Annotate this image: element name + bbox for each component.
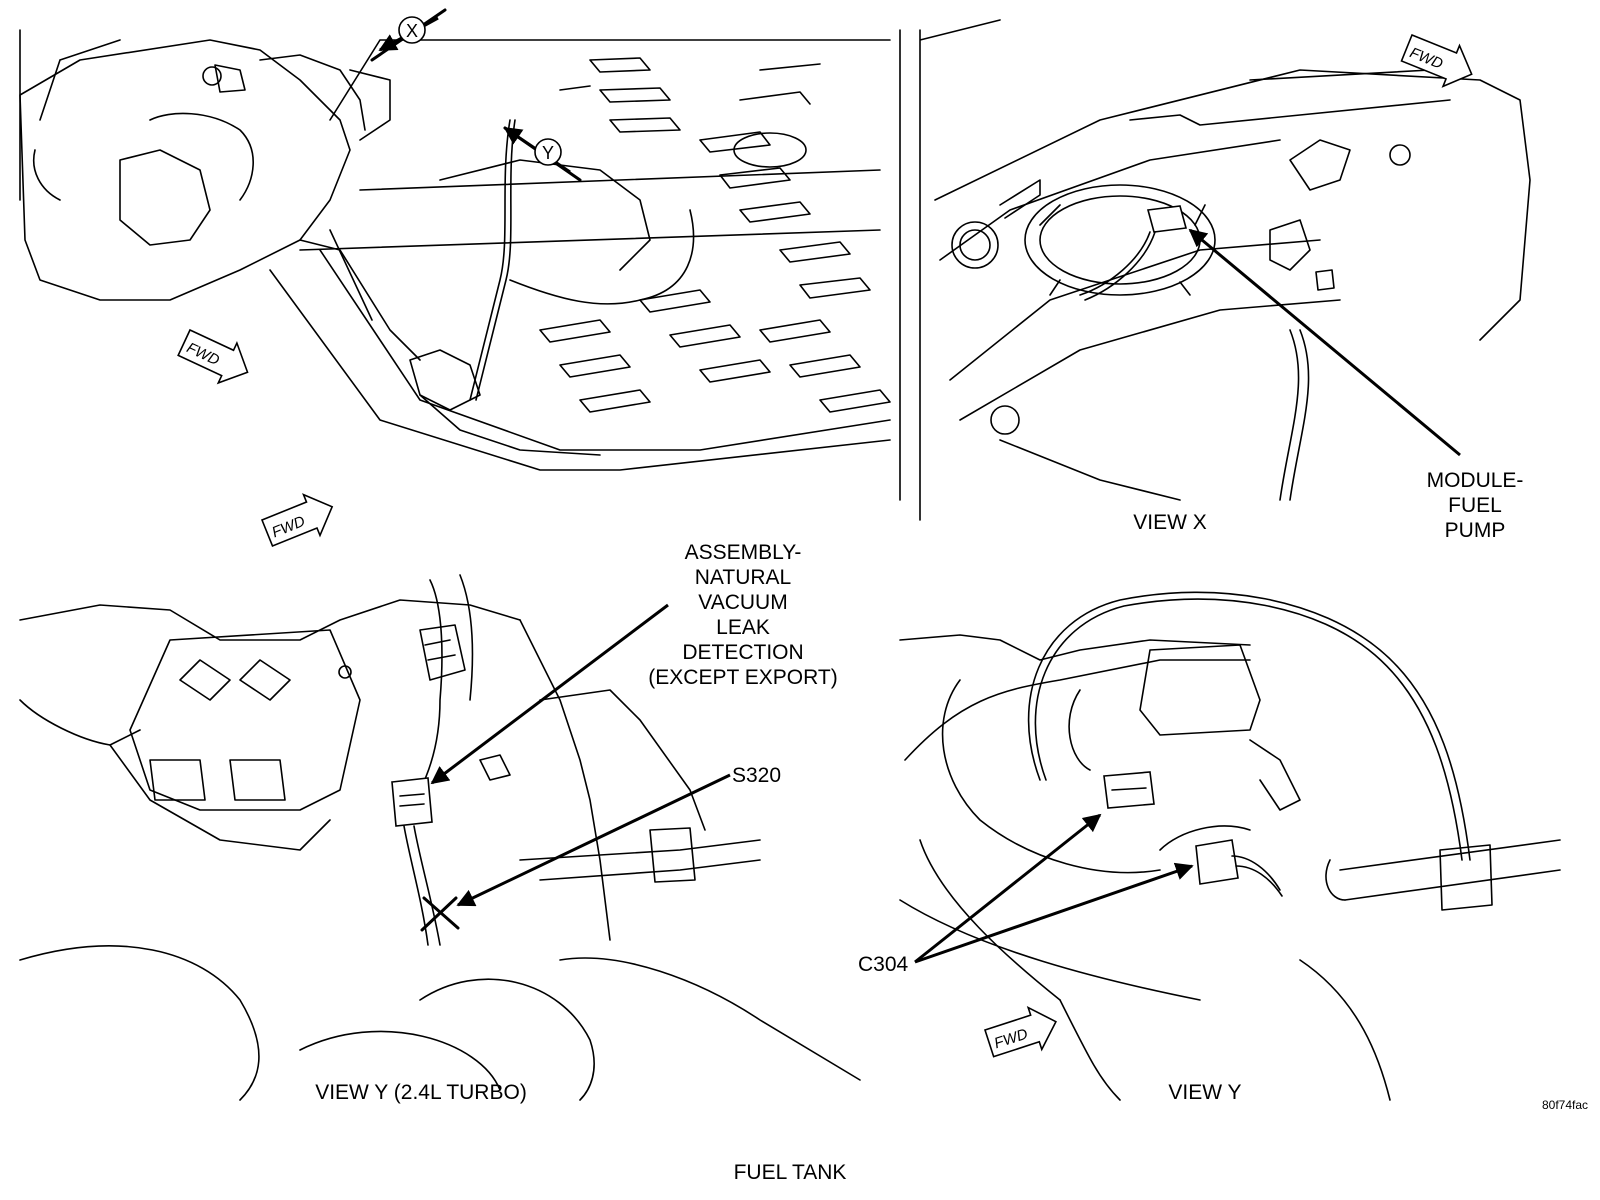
view-y-turbo-caption: VIEW Y (2.4L TURBO)	[315, 1081, 527, 1104]
c304-label: C304	[858, 953, 909, 976]
module-fuel-pump-leader	[1188, 228, 1461, 457]
c304-leader-lower	[914, 862, 1194, 964]
s320-label: S320	[732, 764, 782, 787]
figure-code: 80f74fac	[1541, 1098, 1589, 1112]
view-y-callout: Y	[503, 126, 582, 182]
s320-leader	[456, 773, 731, 907]
view-x-caption: VIEW X	[1133, 511, 1207, 534]
c304-leader-upper	[914, 813, 1102, 964]
fwd-arrow-icon: FWD	[1400, 33, 1473, 88]
overview-view	[19, 29, 901, 501]
view-y-turbo-drawing	[19, 574, 861, 1101]
callout-x-letter: X	[406, 21, 418, 41]
module-fuel-pump-label: MODULE- FUEL PUMP	[1426, 469, 1524, 542]
nvld-assembly-label: ASSEMBLY- NATURAL VACUUM LEAK DETECTION …	[648, 541, 838, 689]
view-x-drawing	[919, 19, 1531, 521]
callout-y-letter: Y	[542, 143, 554, 163]
figure-title: FUEL TANK	[733, 1161, 847, 1184]
fwd-arrow-icon: FWD	[177, 328, 249, 385]
fwd-arrow-icon: FWD	[260, 493, 334, 548]
fwd-arrow-icon: FWD	[983, 1005, 1057, 1058]
view-y-drawing	[899, 591, 1561, 1101]
view-y-caption: VIEW Y	[1168, 1081, 1242, 1104]
floor-ribs	[539, 57, 891, 413]
view-x-callout: X	[370, 8, 447, 62]
nvld-leader	[430, 603, 669, 785]
